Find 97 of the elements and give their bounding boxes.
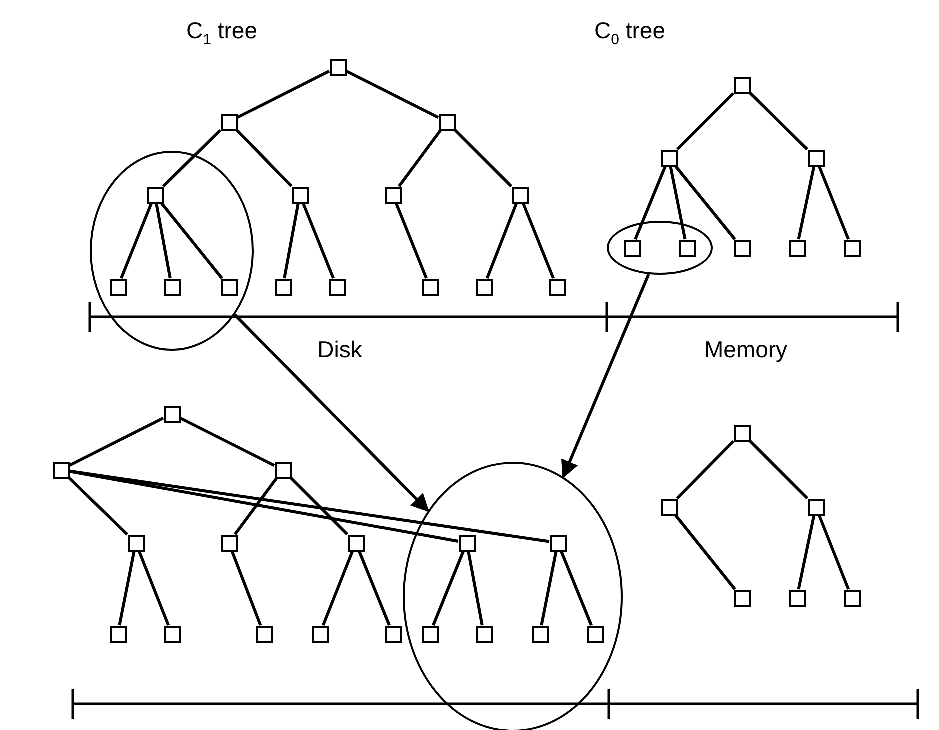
tree-node bbox=[52, 462, 70, 478]
tree-link bbox=[398, 130, 442, 188]
tree-node bbox=[476, 626, 492, 642]
tree-link bbox=[234, 478, 278, 536]
tree-node bbox=[808, 498, 824, 516]
tree-node bbox=[422, 626, 438, 642]
region-label: Memory bbox=[704, 336, 788, 364]
tree-link bbox=[540, 551, 558, 626]
tree-node bbox=[110, 278, 126, 296]
selection-ellipse bbox=[607, 221, 713, 275]
tree-link bbox=[162, 129, 222, 188]
tree-link bbox=[180, 416, 276, 468]
tree-link bbox=[346, 70, 440, 120]
tree-node bbox=[422, 278, 438, 296]
tree-link bbox=[69, 470, 459, 543]
tree-node bbox=[110, 626, 126, 642]
tree-link bbox=[322, 550, 354, 626]
tree-link bbox=[797, 166, 816, 240]
tree-node bbox=[128, 534, 144, 552]
tree-node bbox=[660, 150, 678, 166]
tree-node bbox=[384, 626, 402, 642]
tree-node bbox=[734, 240, 750, 256]
tree-link bbox=[138, 550, 170, 626]
arrow bbox=[562, 274, 650, 479]
tree-link bbox=[358, 550, 391, 626]
tree-link bbox=[818, 514, 850, 590]
tree-node bbox=[220, 114, 238, 130]
tree-node bbox=[660, 498, 678, 516]
tree-link bbox=[68, 416, 164, 468]
tree-node bbox=[844, 240, 860, 256]
tree-link bbox=[669, 166, 687, 240]
tree-node bbox=[808, 150, 824, 166]
tree-link bbox=[432, 550, 465, 626]
tree-node bbox=[844, 590, 860, 606]
tree-node bbox=[348, 534, 364, 552]
tree-link bbox=[674, 514, 736, 590]
tree-link bbox=[676, 440, 735, 500]
tree-link bbox=[674, 166, 736, 240]
tree-link bbox=[236, 70, 330, 120]
tree-link bbox=[522, 202, 555, 280]
tree-node bbox=[220, 278, 238, 296]
tree-node bbox=[164, 278, 180, 296]
tree-node bbox=[788, 590, 806, 606]
arrow bbox=[234, 314, 430, 512]
tree-node bbox=[164, 626, 180, 642]
tree-node bbox=[274, 278, 292, 296]
tree-link bbox=[69, 470, 550, 544]
tree-node bbox=[312, 626, 328, 642]
selection-ellipse bbox=[90, 151, 254, 351]
tree-link bbox=[749, 92, 809, 151]
tree-node bbox=[328, 278, 346, 296]
tree-node bbox=[256, 626, 272, 642]
tree-link bbox=[120, 202, 153, 280]
tree-node bbox=[532, 626, 548, 642]
tree-node bbox=[678, 240, 696, 256]
tree-node bbox=[512, 186, 528, 204]
tree-node bbox=[734, 590, 750, 606]
tree-title: C$_{0}$ tree bbox=[594, 18, 666, 48]
tree-link bbox=[230, 550, 262, 626]
tree-node bbox=[548, 278, 566, 296]
tree-node bbox=[330, 58, 346, 76]
tree-node bbox=[274, 462, 292, 478]
tree-node bbox=[788, 240, 806, 256]
tree-node bbox=[550, 534, 566, 552]
tree-link bbox=[797, 515, 816, 590]
tree-node bbox=[624, 240, 640, 256]
tree-link bbox=[118, 551, 136, 626]
tree-link bbox=[486, 202, 518, 280]
tree-link bbox=[395, 202, 428, 280]
tree-link bbox=[634, 166, 667, 240]
tree-link bbox=[676, 92, 735, 151]
tree-node bbox=[734, 424, 750, 442]
tree-node bbox=[586, 626, 604, 642]
tree-link bbox=[560, 550, 593, 626]
tree-link bbox=[818, 166, 850, 240]
tree-node bbox=[438, 114, 456, 130]
selection-ellipse bbox=[403, 462, 623, 730]
tree-node bbox=[476, 278, 492, 296]
tree-node bbox=[164, 406, 180, 422]
tree-node bbox=[458, 534, 476, 552]
tree-link bbox=[454, 129, 513, 188]
region-label: Disk bbox=[318, 336, 362, 364]
tree-node bbox=[220, 534, 238, 552]
tree-link bbox=[283, 203, 300, 279]
tree-link bbox=[236, 129, 293, 188]
tree-link bbox=[302, 202, 335, 280]
tree-link bbox=[467, 551, 484, 626]
tree-link bbox=[749, 440, 809, 500]
tree-link bbox=[290, 477, 349, 536]
tree-title: C$_{1}$ tree bbox=[186, 18, 258, 48]
tree-link bbox=[68, 477, 129, 536]
tree-node bbox=[384, 186, 402, 204]
tree-node bbox=[734, 76, 750, 94]
tree-node bbox=[292, 186, 308, 204]
tree-link bbox=[155, 203, 172, 279]
tree-link bbox=[160, 202, 224, 280]
tree-node bbox=[146, 186, 164, 204]
